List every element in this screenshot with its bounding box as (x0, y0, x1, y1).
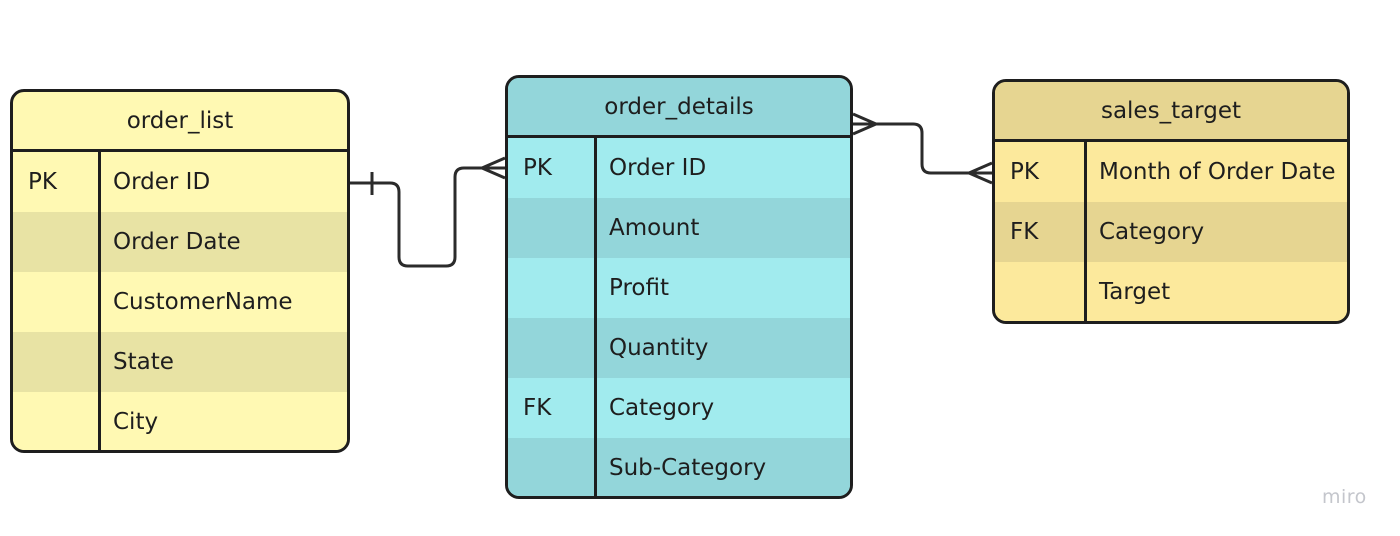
attribute-name: Quantity (609, 335, 709, 361)
key-label (508, 438, 594, 496)
attribute-row[interactable]: PK Order ID (508, 138, 850, 198)
attribute-name: Category (1099, 219, 1205, 245)
key-label (13, 332, 98, 392)
attribute-row[interactable]: Quantity (508, 318, 850, 378)
attribute-name: Order ID (609, 155, 707, 181)
key-label: PK (1010, 159, 1039, 185)
attribute-row[interactable]: FK Category (995, 202, 1347, 262)
entity-attribute-list: PK Order ID Amount Profit Quantity FK Ca… (508, 138, 850, 496)
attribute-name: Amount (609, 215, 700, 241)
attribute-row[interactable]: Target (995, 262, 1347, 321)
attribute-name: Category (609, 395, 715, 421)
attribute-row[interactable]: FK Category (508, 378, 850, 438)
key-label: FK (523, 395, 552, 421)
attribute-name: Month of Order Date (1099, 159, 1336, 185)
connector-order-list-to-order-details[interactable] (350, 166, 505, 268)
key-label: PK (523, 155, 552, 181)
entity-title: order_list (13, 92, 347, 152)
key-label: FK (1010, 219, 1039, 245)
key-label (508, 318, 594, 378)
attribute-row[interactable]: CustomerName (13, 272, 347, 332)
many-cardinality-marker (478, 156, 506, 180)
entity-sales-target[interactable]: sales_target PK Month of Order Date FK C… (992, 79, 1350, 324)
attribute-name: Profit (609, 275, 669, 301)
connector-order-details-to-sales-target[interactable] (853, 122, 992, 175)
key-label (13, 272, 98, 332)
attribute-name: Order ID (113, 169, 211, 195)
many-cardinality-marker (965, 161, 993, 185)
attribute-row[interactable]: Profit (508, 258, 850, 318)
many-cardinality-marker (852, 112, 880, 136)
attribute-row[interactable]: Sub-Category (508, 438, 850, 496)
key-label (13, 212, 98, 272)
attribute-name: Target (1099, 279, 1171, 305)
entity-attribute-list: PK Order ID Order Date CustomerName Stat… (13, 152, 347, 450)
key-column-divider (98, 152, 101, 450)
entity-title: sales_target (995, 82, 1347, 142)
attribute-name: CustomerName (113, 289, 293, 315)
attribute-name: Sub-Category (609, 455, 767, 481)
attribute-name: State (113, 349, 174, 375)
key-label (995, 262, 1084, 321)
entity-order-details[interactable]: order_details PK Order ID Amount Profit … (505, 75, 853, 499)
attribute-name: Order Date (113, 229, 241, 255)
entity-attribute-list: PK Month of Order Date FK Category Targe… (995, 142, 1347, 321)
attribute-row[interactable]: City (13, 392, 347, 450)
attribute-row[interactable]: PK Month of Order Date (995, 142, 1347, 202)
attribute-name: City (113, 409, 159, 435)
miro-watermark: miro (1322, 486, 1367, 508)
key-label (508, 258, 594, 318)
attribute-row[interactable]: PK Order ID (13, 152, 347, 212)
attribute-row[interactable]: State (13, 332, 347, 392)
key-column-divider (594, 138, 597, 496)
entity-order-list[interactable]: order_list PK Order ID Order Date Custom… (10, 89, 350, 453)
key-label (508, 198, 594, 258)
attribute-row[interactable]: Amount (508, 198, 850, 258)
attribute-row[interactable]: Order Date (13, 212, 347, 272)
key-label (13, 392, 98, 450)
key-label: PK (28, 169, 57, 195)
entity-title: order_details (508, 78, 850, 138)
key-column-divider (1084, 142, 1087, 321)
